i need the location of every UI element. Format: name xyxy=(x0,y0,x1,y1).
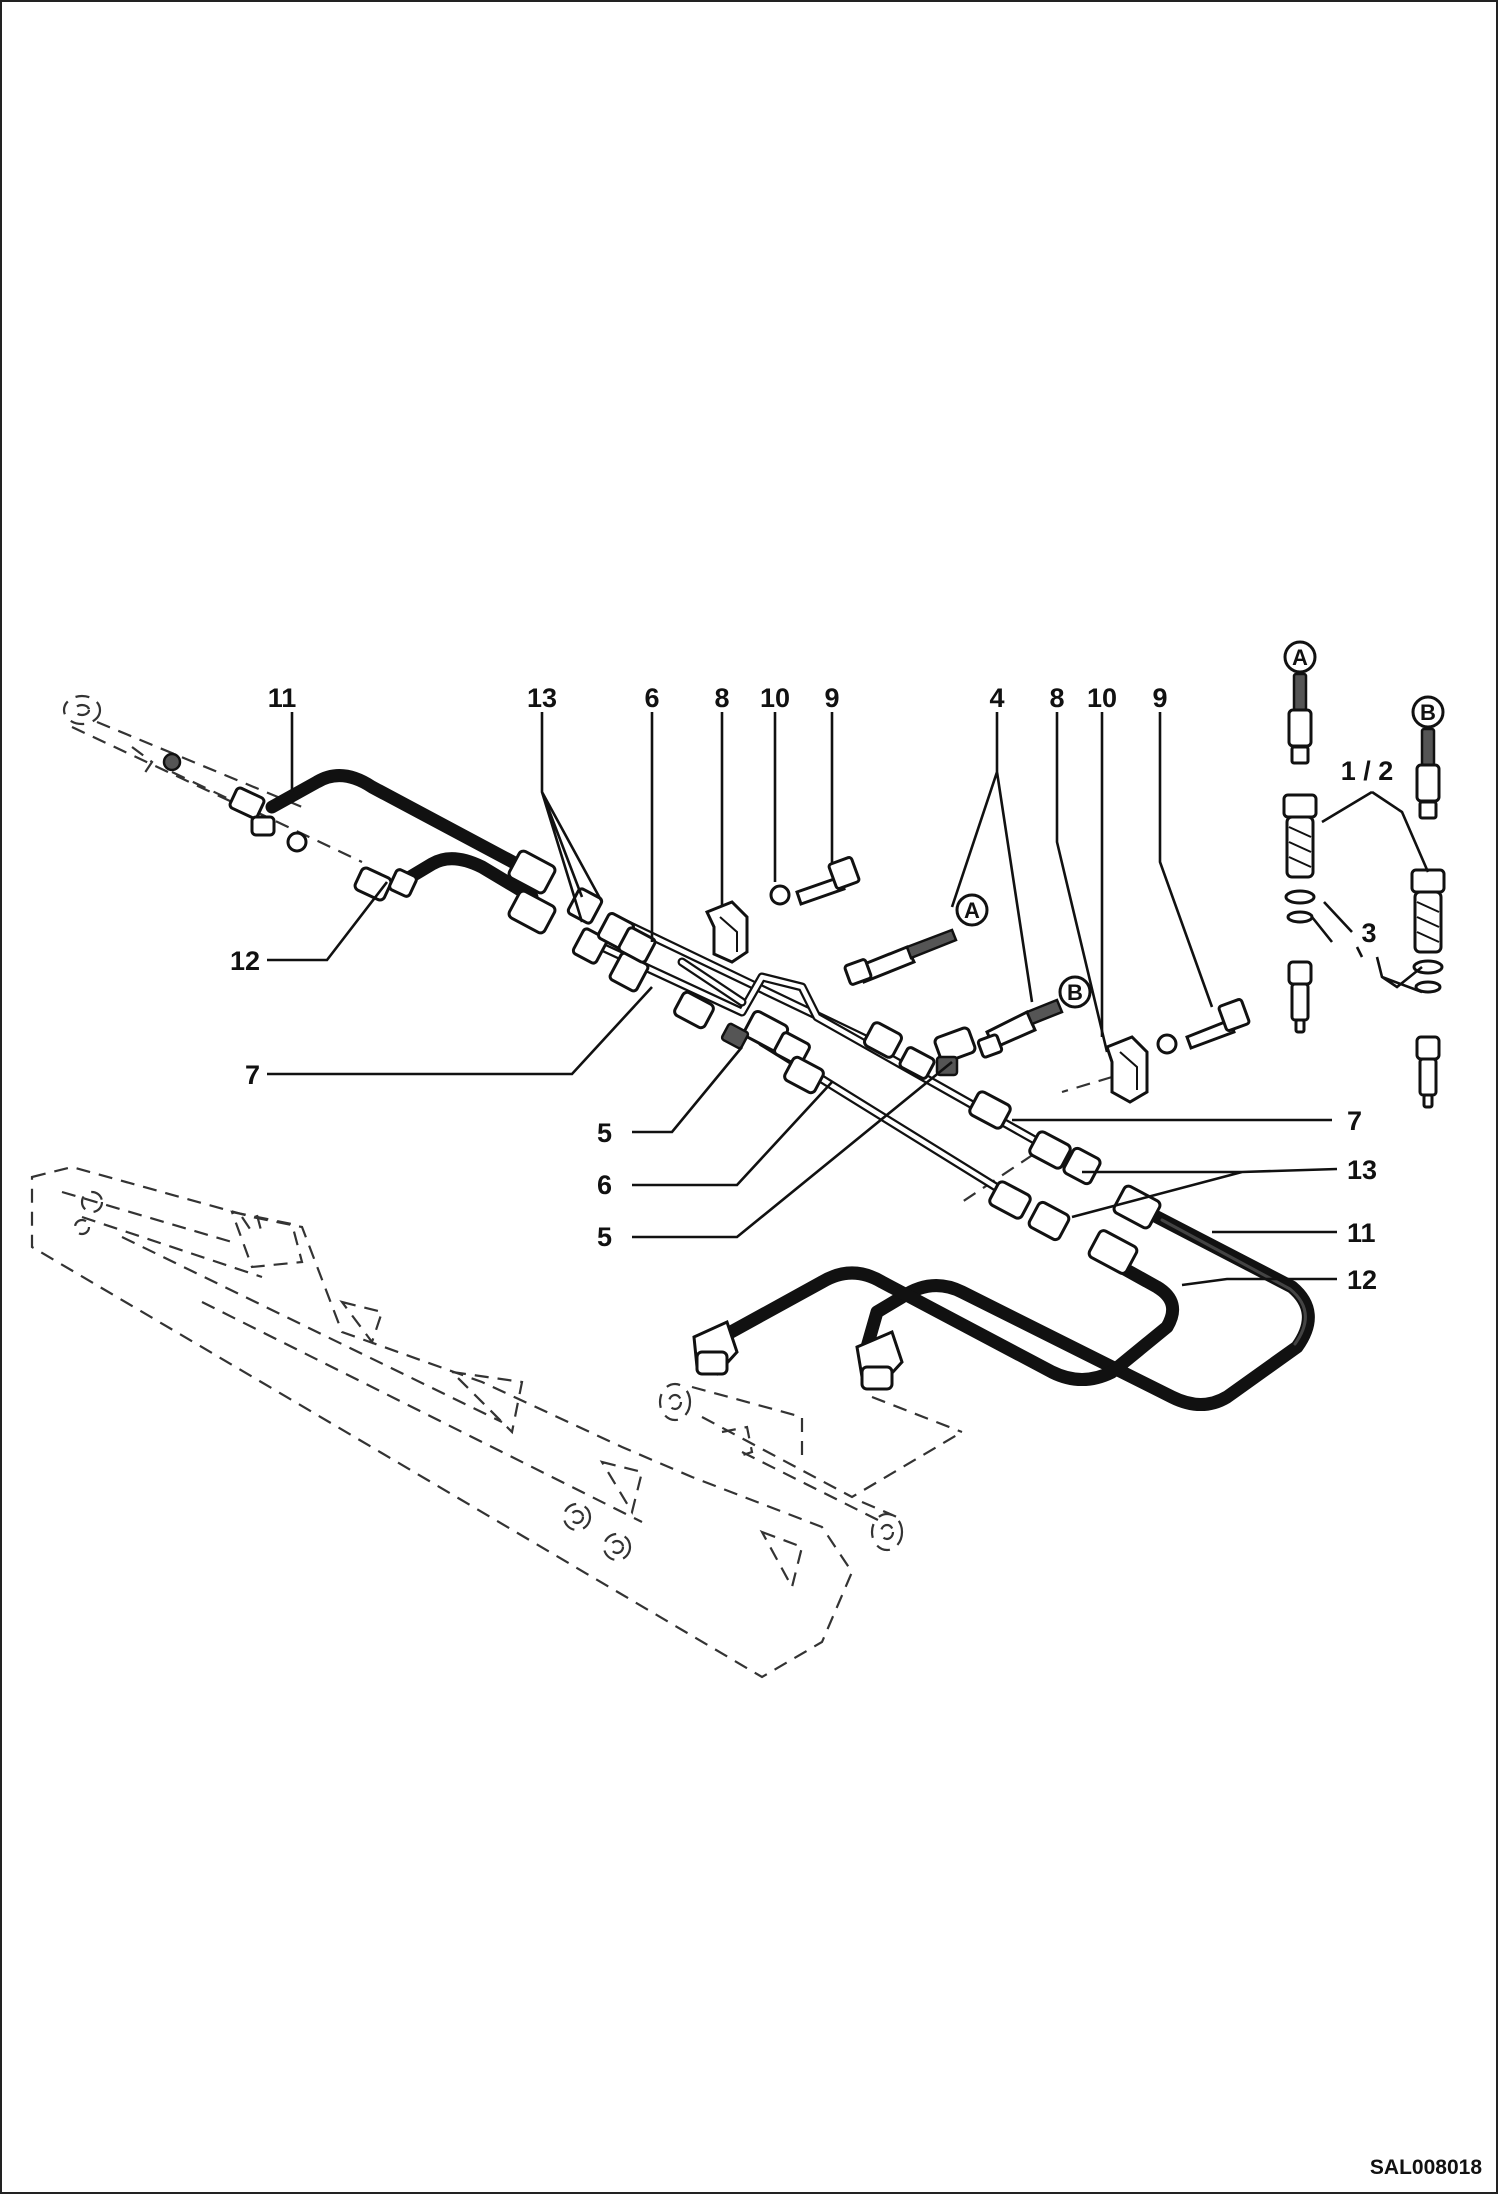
callout-13-top: 13 xyxy=(527,683,557,713)
callout-5-left-2: 5 xyxy=(597,1222,612,1252)
connection-markers: A B A B xyxy=(964,645,1436,1005)
leader-lines xyxy=(267,712,1430,1287)
rubber-hoses xyxy=(265,769,1315,1411)
callout-8-top-2: 8 xyxy=(1049,683,1064,713)
callout-10-top: 10 xyxy=(760,683,790,713)
callout-12-right: 12 xyxy=(1347,1265,1377,1295)
callout-4-top: 4 xyxy=(989,683,1004,713)
callout-3-coupler: 3 xyxy=(1361,918,1376,948)
phantom-lower-clamps xyxy=(658,1075,1113,1552)
callout-5-left: 5 xyxy=(597,1118,612,1148)
adapter-parts-4 xyxy=(843,893,1092,1059)
callout-13-right: 13 xyxy=(1347,1155,1377,1185)
quick-couplers xyxy=(1282,640,1446,1109)
callout-1-2-coupler: 1 / 2 xyxy=(1341,756,1394,786)
callout-9-top: 9 xyxy=(824,683,839,713)
callout-12-left: 12 xyxy=(230,946,260,976)
marker-b-pipe: B xyxy=(1067,980,1083,1005)
fittings xyxy=(228,786,1162,1391)
callout-6-top: 6 xyxy=(644,683,659,713)
marker-a-pipe: A xyxy=(964,898,980,923)
callout-labels: 11 13 6 8 10 9 4 8 10 9 12 7 5 6 5 7 13 … xyxy=(230,683,1393,1295)
phantom-boom-outline xyxy=(30,1165,854,1679)
callout-11-right: 11 xyxy=(1347,1218,1376,1248)
marker-b-coupler: B xyxy=(1420,700,1436,725)
drawing-code: SAL008018 xyxy=(1369,2156,1482,2179)
callout-6-left: 6 xyxy=(597,1170,612,1200)
callout-10-top-2: 10 xyxy=(1087,683,1117,713)
callout-11-top: 11 xyxy=(268,683,297,713)
marker-a-coupler: A xyxy=(1292,645,1308,670)
callout-8-top: 8 xyxy=(714,683,729,713)
clamps-bolts xyxy=(704,856,1251,1104)
callout-9-top-2: 9 xyxy=(1152,683,1167,713)
callout-7-right: 7 xyxy=(1347,1106,1362,1136)
steel-pipes xyxy=(597,917,1052,1202)
callout-7-left: 7 xyxy=(245,1060,260,1090)
